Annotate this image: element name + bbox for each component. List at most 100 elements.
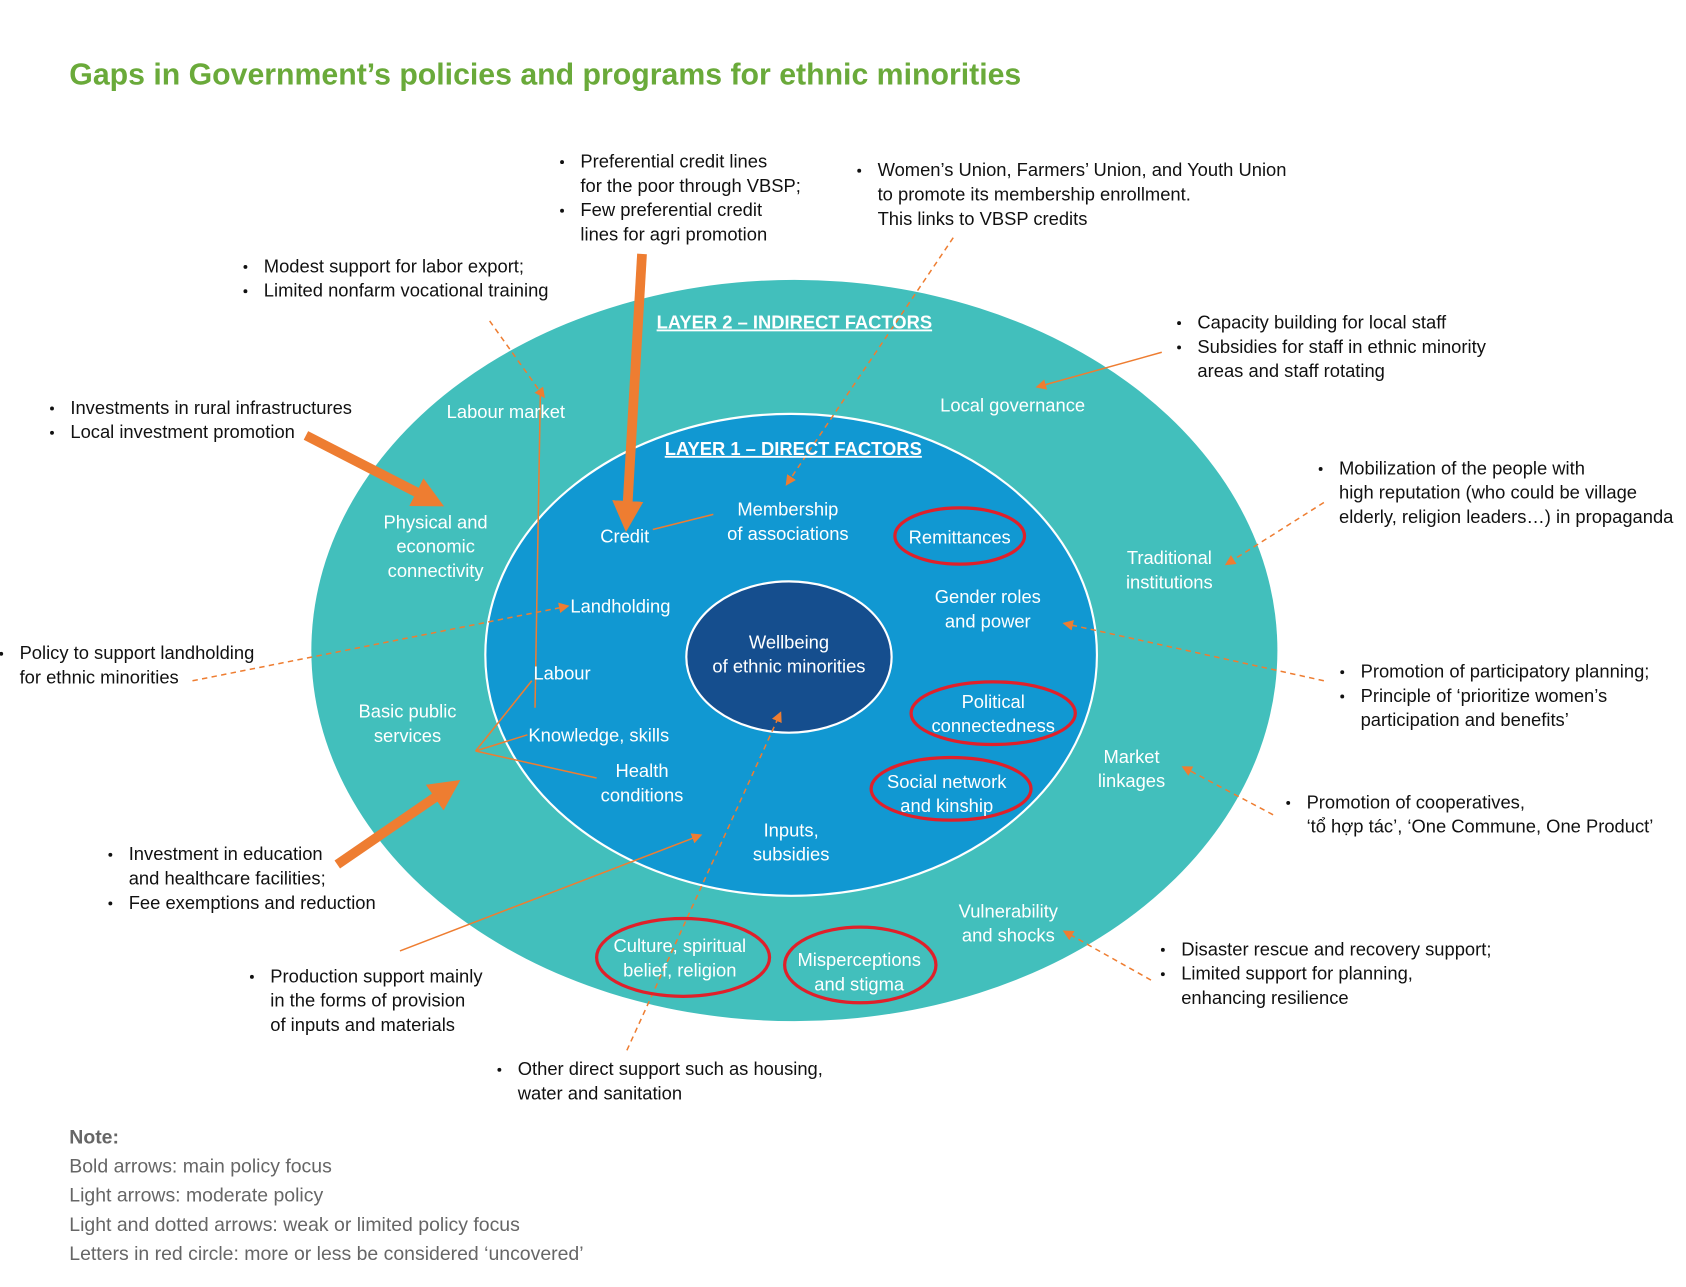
- annotation-production: in the forms of provision: [270, 990, 465, 1011]
- culture-label: Culture, spiritual: [614, 935, 747, 956]
- remittances-label: Remittances: [909, 527, 1011, 548]
- annotation-infrastructure: Local investment promotion: [70, 421, 295, 442]
- misperceptions-uncovered-circle: [783, 925, 938, 1005]
- production-arrow: [399, 833, 703, 952]
- bullet-icon: [1286, 800, 1291, 805]
- inputs-label: subsidies: [753, 844, 830, 865]
- bullet-icon: [1160, 947, 1165, 952]
- gender-dotted-arrow: [1062, 620, 1325, 682]
- physical-label: Physical and: [384, 511, 488, 532]
- layer1-title: LAYER 1 – DIRECT FACTORS: [665, 438, 922, 459]
- culture-uncovered-circle: [595, 916, 772, 998]
- inputs-label: Inputs,: [764, 819, 819, 840]
- bullet-icon: [108, 901, 113, 906]
- education-bold-arrow: [334, 780, 461, 869]
- membership-label: of associations: [727, 523, 848, 544]
- political-label: connectedness: [931, 715, 1055, 736]
- basic-services-knowledge-line: [475, 734, 528, 752]
- annotation-market: ‘tổ hợp tác’, ‘One Commune, One Product’: [1307, 816, 1654, 837]
- wellbeing-core: [685, 580, 893, 734]
- annotation-education: Investment in education: [129, 843, 323, 864]
- bullet-icon: [249, 974, 254, 979]
- annotation-gender: participation and benefits’: [1361, 709, 1569, 730]
- unions-dotted-arrow: [785, 237, 954, 486]
- annotation-governance: Capacity building for local staff: [1197, 312, 1447, 333]
- core-label: Wellbeing: [749, 631, 829, 652]
- basic-services-labour-line: [475, 680, 533, 752]
- annotation-traditional: elderly, religion leaders…) in propagand…: [1339, 506, 1674, 527]
- labour-label: Labour: [533, 663, 590, 684]
- physical-label: economic: [396, 536, 475, 557]
- note-line: Light and dotted arrows: weak or limited…: [69, 1214, 520, 1236]
- market-dotted-arrow: [1181, 766, 1274, 816]
- governance-arrow: [1035, 351, 1162, 390]
- social-label: Social network: [887, 771, 1007, 792]
- physical-label: connectivity: [388, 560, 485, 581]
- annotation-disaster: Disaster rescue and recovery support;: [1181, 938, 1491, 959]
- bullet-icon: [1177, 321, 1182, 326]
- basic-services-label: Basic public: [359, 701, 457, 722]
- bullet-icon: [243, 289, 248, 294]
- bullet-icon: [50, 406, 54, 411]
- annotation-housing: water and sanitation: [517, 1083, 682, 1104]
- infrastructure-bold-arrow: [303, 431, 445, 507]
- note-heading: Note:: [69, 1126, 119, 1148]
- annotation-landholding: Policy to support landholding: [20, 642, 255, 663]
- annotation-governance: areas and staff rotating: [1197, 360, 1384, 381]
- annotation-gender: Promotion of participatory planning;: [1361, 661, 1650, 682]
- annotation-gender: Principle of ‘prioritize women’s: [1361, 685, 1608, 706]
- bullet-icon: [857, 168, 862, 173]
- credit-label: Credit: [600, 525, 649, 546]
- bullet-icon: [1318, 467, 1323, 471]
- misperceptions-label: and stigma: [814, 973, 905, 994]
- vulnerability-label: Vulnerability: [959, 900, 1059, 921]
- annotation-unions: Women’s Union, Farmers’ Union, and Youth…: [878, 159, 1287, 180]
- culture-label: belief, religion: [623, 959, 736, 980]
- social-uncovered-circle: [869, 755, 1033, 822]
- layer2-title: LAYER 2 – INDIRECT FACTORS: [657, 312, 932, 333]
- local-governance-label: Local governance: [940, 395, 1085, 416]
- note-line: Bold arrows: main policy focus: [69, 1155, 332, 1177]
- bullet-icon: [1340, 694, 1345, 699]
- social-label: and kinship: [900, 795, 993, 816]
- credit-membership-line: [652, 513, 714, 531]
- annotation-traditional: high reputation (who could be village: [1339, 482, 1637, 503]
- remittances-uncovered-circle: [893, 506, 1027, 566]
- credit-bold-arrow: [612, 253, 647, 533]
- annotation-education: and healthcare facilities;: [129, 867, 326, 888]
- annotation-governance: Subsidies for staff in ethnic minority: [1197, 336, 1486, 357]
- bullet-icon: [50, 430, 54, 435]
- traditional-label: Traditional: [1127, 547, 1212, 568]
- membership-label: Membership: [737, 498, 838, 519]
- core-label: of ethnic minorities: [712, 656, 865, 677]
- annotation-disaster: Limited support for planning,: [1181, 963, 1413, 984]
- knowledge-label: Knowledge, skills: [528, 724, 669, 745]
- traditional-label: institutions: [1126, 571, 1213, 592]
- basic-services-health-line: [475, 750, 597, 779]
- annotation-market: Promotion of cooperatives,: [1307, 791, 1525, 812]
- annotation-infrastructure: Investments in rural infrastructures: [70, 397, 352, 418]
- market-label: Market: [1103, 746, 1159, 767]
- landholding-dotted-arrow: [192, 602, 570, 682]
- annotation-housing: Other direct support such as housing,: [518, 1058, 823, 1079]
- bullet-icon: [1177, 345, 1182, 350]
- vulnerability-dotted-arrow: [1062, 930, 1152, 981]
- annotation-credit-policy: Few preferential credit: [580, 199, 762, 220]
- vulnerability-label: and shocks: [962, 925, 1055, 946]
- annotation-landholding: for ethnic minorities: [20, 666, 179, 687]
- annotation-labour: Modest support for labor export;: [264, 255, 524, 276]
- annotation-traditional: Mobilization of the people with: [1339, 457, 1585, 478]
- annotation-production: of inputs and materials: [270, 1014, 455, 1035]
- bullet-icon: [560, 160, 564, 165]
- annotation-credit-policy: for the poor through VBSP;: [580, 175, 800, 196]
- gender-label: Gender roles: [935, 586, 1041, 607]
- annotation-credit-policy: Preferential credit lines: [580, 150, 767, 171]
- health-label: conditions: [601, 784, 684, 805]
- annotation-unions: to promote its membership enrollment.: [878, 183, 1191, 204]
- annotation-production: Production support mainly: [270, 965, 483, 986]
- misperceptions-label: Misperceptions: [797, 949, 920, 970]
- annotation-labour: Limited nonfarm vocational training: [264, 280, 549, 301]
- bullet-icon: [1160, 972, 1165, 977]
- annotation-credit-policy: lines for agri promotion: [580, 223, 767, 244]
